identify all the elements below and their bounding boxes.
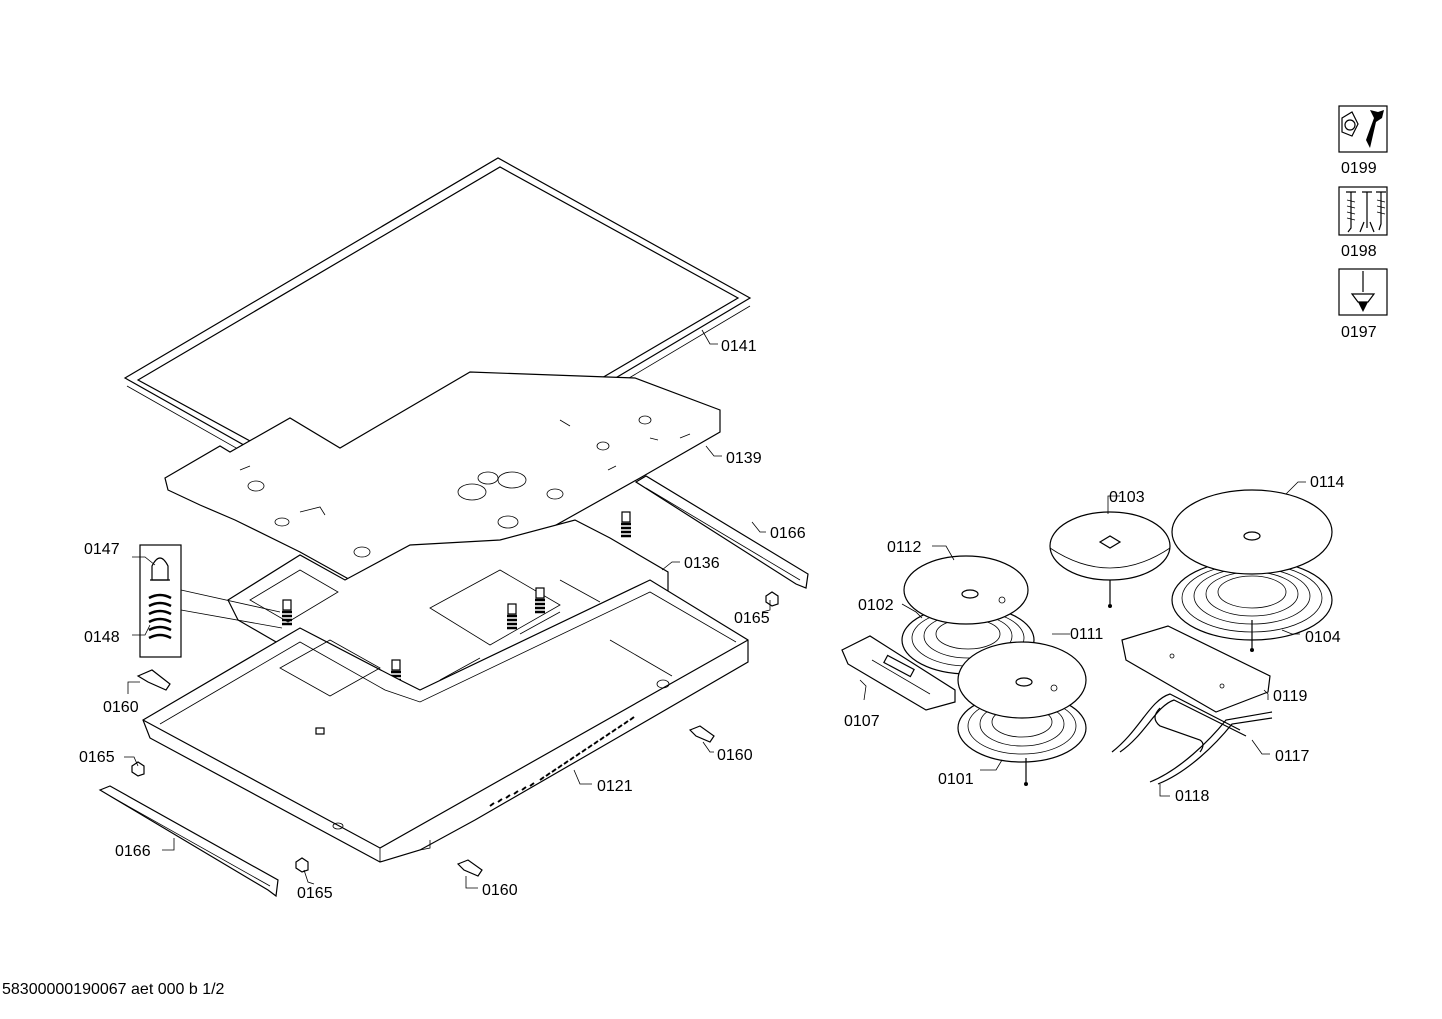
label-0165[interactable]: 0165 bbox=[734, 610, 770, 627]
part-0114-coil-large[interactable] bbox=[1171, 489, 1333, 652]
part-0160-clip-bottom[interactable] bbox=[456, 859, 483, 877]
label-0160[interactable]: 0160 bbox=[482, 882, 518, 899]
legend-label: 0197 bbox=[1341, 324, 1377, 341]
legend-item-0197[interactable]: 0197 bbox=[1338, 268, 1388, 341]
label-0166[interactable]: 0166 bbox=[115, 843, 151, 860]
part-0160-clip-right[interactable] bbox=[688, 725, 715, 743]
label-0141[interactable]: 0141 bbox=[721, 338, 757, 355]
label-0147[interactable]: 0147 bbox=[84, 541, 120, 558]
part-0119-power-board[interactable] bbox=[1121, 625, 1271, 713]
label-0165[interactable]: 0165 bbox=[297, 885, 333, 902]
part-0107-sensor-cover[interactable] bbox=[841, 635, 956, 711]
label-0103[interactable]: 0103 bbox=[1109, 489, 1145, 506]
part-0165-clip-bottom[interactable] bbox=[295, 857, 309, 873]
screws-icon bbox=[1338, 186, 1388, 236]
label-0160[interactable]: 0160 bbox=[103, 699, 139, 716]
leader-lines bbox=[124, 329, 1306, 889]
part-0166-right-rail[interactable] bbox=[634, 475, 809, 589]
label-0112[interactable]: 0112 bbox=[887, 539, 922, 556]
label-0136[interactable]: 0136 bbox=[684, 555, 720, 572]
part-0111-0101-coil-front[interactable] bbox=[957, 641, 1087, 786]
chassis-springs bbox=[282, 511, 631, 686]
legend-label: 0198 bbox=[1341, 243, 1377, 260]
label-0165[interactable]: 0165 bbox=[79, 749, 115, 766]
part-0147-0148-detail[interactable] bbox=[139, 544, 283, 658]
part-0103-coil-small[interactable] bbox=[1049, 511, 1171, 608]
part-0165-clip-top[interactable] bbox=[765, 591, 779, 607]
part-0117-0118-cable-harness[interactable] bbox=[1111, 693, 1273, 785]
part-0166-left-rail[interactable] bbox=[98, 785, 279, 898]
label-0121[interactable]: 0121 bbox=[597, 778, 633, 795]
label-0117[interactable]: 0117 bbox=[1275, 748, 1310, 765]
label-0111[interactable]: 0111 bbox=[1070, 626, 1103, 643]
label-0101[interactable]: 0101 bbox=[938, 771, 974, 788]
part-0160-clip-left[interactable] bbox=[136, 669, 171, 691]
document-code: 58300000190067 aet 000 b 1/2 bbox=[2, 981, 225, 998]
label-0104[interactable]: 0104 bbox=[1305, 629, 1341, 646]
legend-item-0198[interactable]: 0198 bbox=[1338, 186, 1388, 260]
label-0166[interactable]: 0166 bbox=[770, 525, 806, 542]
label-0118[interactable]: 0118 bbox=[1175, 788, 1210, 805]
part-0165-clip-left[interactable] bbox=[131, 761, 145, 777]
legend-item-0199[interactable]: 0199 bbox=[1338, 105, 1388, 177]
part-0121-bottom-tray[interactable] bbox=[142, 579, 749, 863]
label-0139[interactable]: 0139 bbox=[726, 450, 762, 467]
label-0160[interactable]: 0160 bbox=[717, 747, 753, 764]
part-0139-frame-plate[interactable] bbox=[164, 371, 721, 609]
label-0148[interactable]: 0148 bbox=[84, 629, 120, 646]
label-0119[interactable]: 0119 bbox=[1273, 688, 1308, 705]
label-0114[interactable]: 0114 bbox=[1310, 474, 1345, 491]
part-labels: 0141 0139 0166 0136 0165 0147 0148 0160 … bbox=[79, 338, 1345, 902]
label-0102[interactable]: 0102 bbox=[858, 597, 894, 614]
label-0107[interactable]: 0107 bbox=[844, 713, 880, 730]
legend-label: 0199 bbox=[1341, 160, 1377, 177]
